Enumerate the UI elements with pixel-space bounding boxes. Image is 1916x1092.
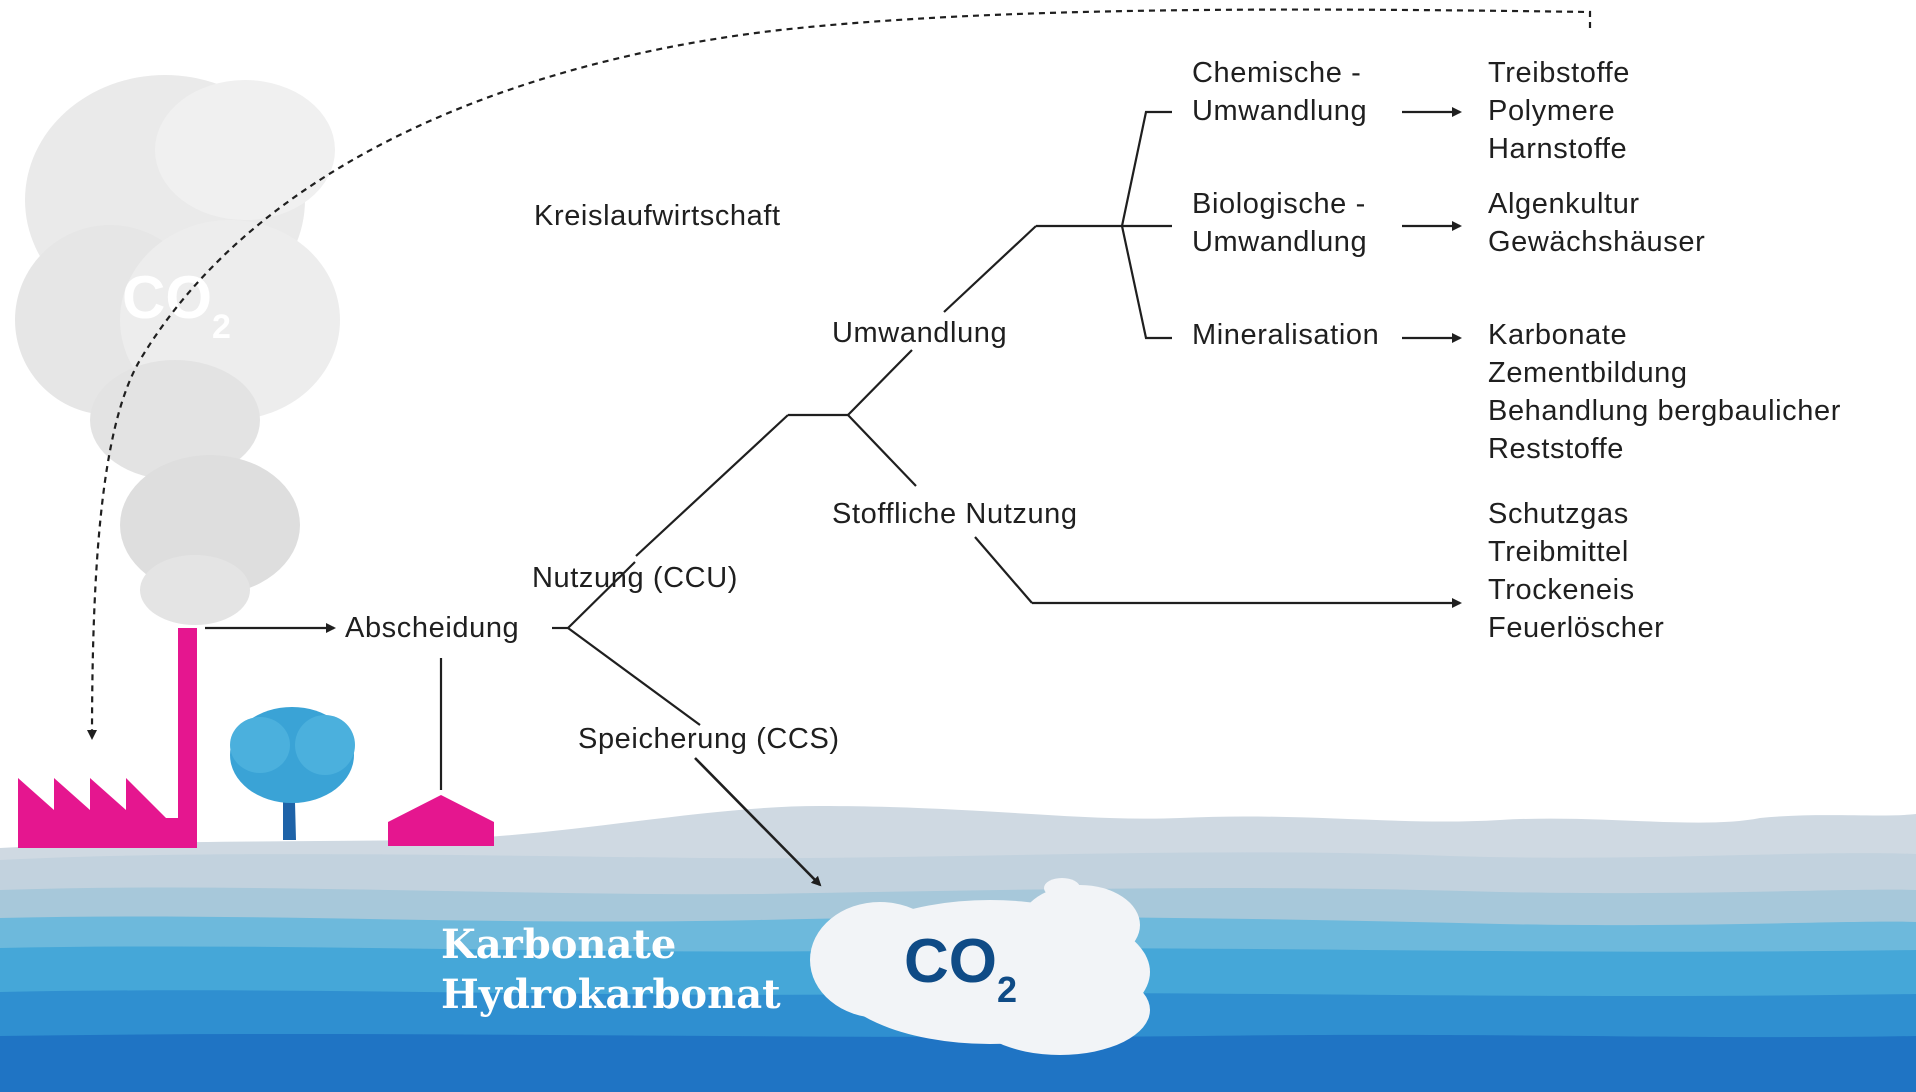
product-item: Treibmittel bbox=[1488, 536, 1629, 568]
tree-icon bbox=[230, 707, 355, 840]
product-item: Karbonate bbox=[1488, 319, 1627, 351]
product-item: Harnstoffe bbox=[1488, 133, 1627, 165]
tree-connectors bbox=[87, 8, 1592, 887]
product-item: Algenkultur bbox=[1488, 188, 1640, 220]
underground-co2-blob bbox=[810, 878, 1150, 1055]
label-kreislaufwirtschaft: Kreislaufwirtschaft bbox=[534, 200, 781, 232]
label-chemische-1: Chemische - bbox=[1192, 57, 1361, 89]
products-mineral: Karbonate Zementbildung Behandlung bergb… bbox=[1488, 319, 1841, 465]
product-item: Zementbildung bbox=[1488, 357, 1688, 389]
label-chemische-2: Umwandlung bbox=[1192, 95, 1367, 127]
label-speicherung: Speicherung (CCS) bbox=[578, 723, 840, 755]
storage-building-icon bbox=[388, 795, 494, 846]
products-material: Schutzgas Treibmittel Trockeneis Feuerlö… bbox=[1488, 498, 1664, 644]
products-biological: Algenkultur Gewächshäuser bbox=[1488, 188, 1705, 258]
label-abscheidung: Abscheidung bbox=[345, 612, 519, 644]
label-stoffliche-nutzung: Stoffliche Nutzung bbox=[832, 498, 1078, 530]
product-item: Feuerlöscher bbox=[1488, 612, 1664, 644]
product-item: Behandlung bergbaulicher bbox=[1488, 395, 1841, 427]
co2-storage-label: CO2 bbox=[904, 927, 1017, 1010]
factory-icon bbox=[18, 628, 197, 848]
cycle-arrow bbox=[87, 8, 1592, 740]
label-nutzung: Nutzung (CCU) bbox=[532, 562, 738, 594]
strata-label-hydrocarbonate: Hydrokarbonat bbox=[441, 971, 781, 1018]
label-umwandlung: Umwandlung bbox=[832, 317, 1007, 349]
product-item: Gewächshäuser bbox=[1488, 226, 1705, 258]
product-item: Treibstoffe bbox=[1488, 57, 1630, 89]
label-biologische-2: Umwandlung bbox=[1192, 226, 1367, 258]
label-biologische-1: Biologische - bbox=[1192, 188, 1366, 220]
smoke-cloud bbox=[15, 75, 340, 625]
strata-label-carbonates: Karbonate bbox=[441, 921, 676, 968]
product-item: Reststoffe bbox=[1488, 433, 1624, 465]
label-mineralisation: Mineralisation bbox=[1192, 319, 1379, 351]
product-item: Trockeneis bbox=[1488, 574, 1635, 606]
product-item: Polymere bbox=[1488, 95, 1615, 127]
products-chemical: Treibstoffe Polymere Harnstoffe bbox=[1488, 57, 1630, 165]
product-item: Schutzgas bbox=[1488, 498, 1629, 530]
